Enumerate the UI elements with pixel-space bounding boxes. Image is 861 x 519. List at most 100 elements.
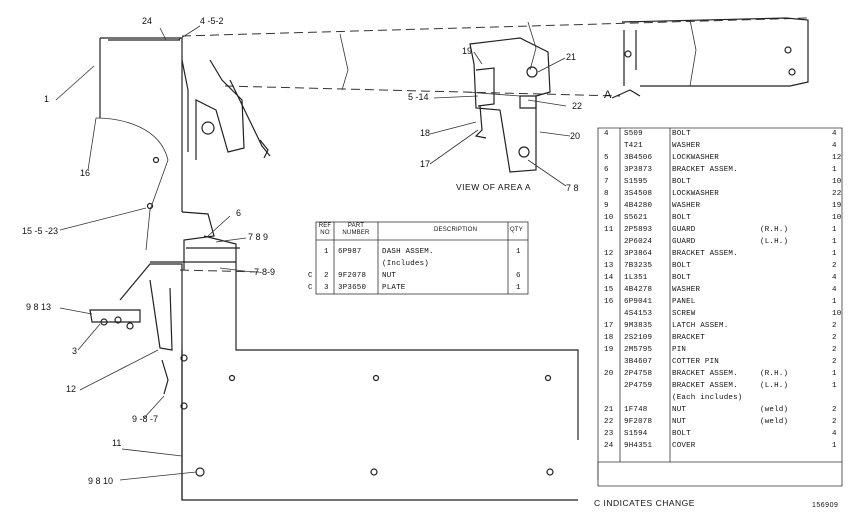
small-table-part: 9F2078 — [338, 272, 367, 280]
parts-list-qty: 1 — [832, 442, 837, 450]
small-table-part: 3P3650 — [338, 284, 367, 292]
callout-4-5-2: 4 -5-2 — [200, 16, 224, 26]
parts-list-ref: 11 — [604, 226, 614, 234]
guard-outline — [181, 350, 578, 501]
leader-78 — [527, 159, 567, 187]
parts-list-part: 2P5893 — [624, 226, 653, 234]
parts-list-ref: 14 — [604, 274, 614, 282]
parts-list-part: 4B4278 — [624, 286, 653, 294]
leader-9-8-13 — [59, 307, 93, 315]
small-table-part: 6P987 — [338, 248, 362, 256]
leader-3 — [77, 323, 101, 351]
callout-9-8-7: 9 -8 -7 — [132, 414, 159, 424]
parts-list-qty: 1 — [832, 226, 837, 234]
parts-list-part: S1594 — [624, 430, 648, 438]
parts-list-desc: BOLT — [672, 178, 691, 186]
view-caption: VIEW OF AREA A — [456, 182, 532, 192]
parts-list-ref: 7 — [604, 178, 609, 186]
change-note: C INDICATES CHANGE — [594, 498, 695, 508]
parts-list-ref: 20 — [604, 370, 614, 378]
callout-5-14: 5 -14 — [408, 92, 429, 102]
parts-list-desc: NUT — [672, 418, 687, 426]
parts-list-desc: COTTER PIN — [672, 358, 720, 366]
parts-list-ref: 6 — [604, 166, 609, 174]
parts-list-part: 2P6024 — [624, 238, 653, 246]
leader-9-8-7 — [143, 395, 165, 419]
bracket-panel — [195, 59, 245, 160]
parts-list-part: 9H4351 — [624, 442, 653, 450]
leader-20 — [539, 131, 571, 137]
parts-list-ref: 21 — [604, 406, 614, 414]
parts-list-desc: (Each includes) — [672, 394, 743, 402]
parts-list-ref: 10 — [604, 214, 614, 222]
leader-24 — [159, 27, 167, 41]
area-a-marker: A — [604, 89, 612, 101]
callout-19: 19 — [462, 46, 473, 56]
parts-list-note: (L.H.) — [760, 238, 789, 246]
callout-24: 24 — [142, 16, 153, 26]
parts-list-ref: 23 — [604, 430, 614, 438]
parts-list-note: (R.H.) — [760, 226, 789, 234]
parts-list-qty: 2 — [832, 262, 837, 270]
parts-list-ref: 15 — [604, 286, 614, 294]
leader-21 — [537, 57, 566, 73]
callout-15-5-23: 15 -5 -23 — [22, 226, 59, 236]
parts-list-part: 3P3864 — [624, 250, 653, 258]
parts-list-qty: 1 — [832, 382, 837, 390]
parts-list-qty: 2 — [832, 346, 837, 354]
parts-list-part: 2S2109 — [624, 334, 653, 342]
parts-list-desc: LATCH ASSEM. — [672, 322, 729, 330]
parts-list-part: 3B4506 — [624, 154, 653, 162]
callout-7-8-9a: 7 8 9 — [248, 232, 269, 242]
parts-list-ref: 8 — [604, 190, 609, 198]
small-table-ref: 2 — [324, 272, 329, 280]
leader-12 — [79, 349, 159, 391]
callout-20: 20 — [570, 131, 581, 141]
leader-9-8-10 — [119, 471, 197, 481]
parts-list-part: 9F2078 — [624, 418, 653, 426]
parts-list-qty: 2 — [832, 358, 837, 366]
small-table-header: QTY — [510, 227, 523, 233]
parts-list-desc: BOLT — [672, 262, 691, 270]
parts-list-ref: 9 — [604, 202, 609, 210]
plate-3 — [89, 309, 141, 323]
leader-15 — [59, 207, 147, 231]
parts-list-part: 4B4280 — [624, 202, 653, 210]
small-table-desc: PLATE — [382, 284, 406, 292]
parts-list-part: 2P4759 — [624, 382, 653, 390]
parts-list-qty: 1 — [832, 238, 837, 246]
parts-list-qty: 12 — [832, 154, 842, 162]
small-table-ref: 3 — [324, 284, 329, 292]
small-table-header: DESCRIPTION — [434, 227, 478, 233]
parts-list-desc: BOLT — [672, 214, 691, 222]
small-table-desc: NUT — [382, 272, 397, 280]
parts-list-qty: 1 — [832, 166, 837, 174]
parts-list-desc: BOLT — [672, 274, 691, 282]
parts-list-desc: BRACKET ASSEM. — [672, 250, 738, 258]
leader-4-5-2 — [177, 25, 201, 41]
change-indicator: C — [308, 284, 313, 292]
parts-list-qty: 19 — [832, 202, 842, 210]
leader-5-14 — [433, 95, 479, 99]
parts-list-ref: 18 — [604, 334, 614, 342]
parts-list-qty: 2 — [832, 322, 837, 330]
parts-list-qty: 1 — [832, 370, 837, 378]
parts-list-note: (weld) — [760, 406, 789, 414]
callout-7-8-9b: 7-8-9 — [254, 267, 276, 277]
callout-12: 12 — [66, 384, 77, 394]
small-table-desc: (Includes) — [382, 260, 430, 268]
parts-list-part: 6P9041 — [624, 298, 653, 306]
parts-list-part: 1L351 — [624, 274, 648, 282]
parts-list-desc: SCREW — [672, 310, 696, 318]
parts-list-part: 1F748 — [624, 406, 648, 414]
parts-list-note: (R.H.) — [760, 370, 789, 378]
parts-list-desc: GUARD — [672, 238, 696, 246]
callout-7-8: 7 8 — [566, 183, 579, 193]
small-table-ref: 1 — [324, 248, 329, 256]
parts-list-part: T421 — [624, 142, 643, 150]
callout-18: 18 — [420, 128, 431, 138]
parts-list-note: (L.H.) — [760, 382, 789, 390]
parts-list-desc: NUT — [672, 406, 687, 414]
parts-list-ref: 12 — [604, 250, 614, 258]
